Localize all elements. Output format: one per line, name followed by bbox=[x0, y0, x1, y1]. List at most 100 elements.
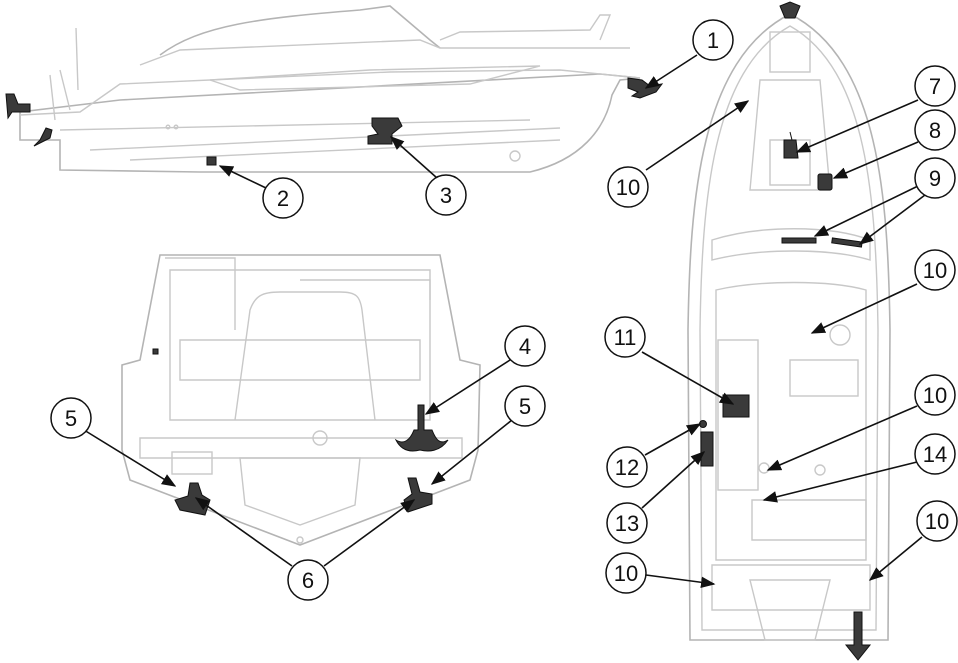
callout-14-leader bbox=[762, 461, 918, 503]
stern-seat-back bbox=[179, 339, 421, 381]
side-hull-strake-2 bbox=[89, 127, 561, 151]
svg-text:7: 7 bbox=[929, 74, 941, 99]
bow-roller-icon bbox=[779, 1, 801, 19]
stern-swim-platform bbox=[239, 457, 361, 526]
top-view: 7 8 9 10 10 10 bbox=[604, 1, 958, 661]
svg-text:13: 13 bbox=[615, 511, 639, 536]
stern-anchor-top-icon bbox=[844, 611, 872, 661]
top-aft-seat bbox=[751, 499, 867, 541]
svg-text:3: 3 bbox=[440, 183, 452, 208]
svg-text:10: 10 bbox=[616, 175, 640, 200]
callout-4: 4 bbox=[504, 325, 546, 367]
svg-text:2: 2 bbox=[277, 186, 289, 211]
stern-view: 4 5 5 6 bbox=[50, 254, 546, 601]
top-stern-platform bbox=[711, 564, 871, 641]
svg-text:9: 9 bbox=[929, 166, 941, 191]
top-hull-inner bbox=[699, 25, 879, 631]
callout-7-leader bbox=[795, 99, 919, 153]
callout-5-right: 5 bbox=[504, 385, 546, 427]
svg-text:11: 11 bbox=[614, 325, 637, 350]
stern-drain bbox=[312, 430, 328, 446]
top-cupholder bbox=[814, 464, 826, 476]
switch-panel-icon bbox=[700, 431, 714, 467]
stern-transom bbox=[139, 437, 463, 459]
top-cupholder bbox=[758, 462, 770, 474]
stern-anchor-icon bbox=[394, 404, 449, 452]
wiper-left-icon bbox=[781, 237, 817, 244]
callout-10-cockpit: 10 bbox=[914, 374, 956, 416]
callout-9-leader-a bbox=[813, 185, 919, 237]
svg-text:10: 10 bbox=[925, 509, 949, 534]
side-window bbox=[209, 65, 541, 91]
callout-10-aft-starboard-leader bbox=[868, 536, 923, 581]
stern-cleat-icon bbox=[33, 127, 53, 147]
callout-6: 6 bbox=[287, 559, 329, 601]
callout-11: 11 bbox=[604, 316, 646, 358]
callout-1-leader bbox=[644, 54, 698, 89]
svg-text:12: 12 bbox=[615, 455, 639, 480]
svg-text:5: 5 bbox=[65, 406, 77, 431]
left-stern-cleat-icon bbox=[174, 482, 211, 516]
callout-11-leader bbox=[641, 351, 735, 405]
callout-5-left: 5 bbox=[50, 397, 92, 439]
top-hull-outline bbox=[687, 13, 891, 641]
callout-10-forward-leader bbox=[645, 100, 750, 171]
callout-8: 8 bbox=[914, 109, 956, 151]
side-hull-strake-1 bbox=[59, 119, 531, 131]
callout-10-aft-port-leader bbox=[645, 574, 716, 589]
svg-text:10: 10 bbox=[923, 258, 947, 283]
callout-12: 12 bbox=[606, 446, 648, 488]
callout-5-left-leader bbox=[83, 429, 177, 487]
top-console bbox=[717, 339, 759, 491]
side-hull-strake-3 bbox=[129, 139, 561, 161]
svg-text:1: 1 bbox=[707, 28, 719, 53]
callout-13: 13 bbox=[606, 502, 648, 544]
svg-text:8: 8 bbox=[929, 118, 941, 143]
stern-fitting-icon bbox=[5, 93, 31, 120]
wiper-right-icon bbox=[831, 237, 863, 248]
callout-7: 7 bbox=[914, 65, 956, 107]
callout-3-leader bbox=[389, 136, 438, 179]
side-fitting bbox=[165, 124, 171, 130]
callout-2: 2 bbox=[262, 177, 304, 219]
callout-8-leader bbox=[832, 141, 919, 179]
windlass-icon bbox=[783, 131, 799, 159]
top-foredeck-panel bbox=[749, 79, 831, 191]
stern-cabin-frame bbox=[169, 269, 431, 421]
svg-text:10: 10 bbox=[614, 561, 638, 586]
svg-text:6: 6 bbox=[302, 568, 314, 593]
stern-step bbox=[171, 451, 213, 475]
side-hull-sheer-line bbox=[19, 69, 641, 116]
stern-windscreen bbox=[165, 257, 431, 330]
callout-2-leader bbox=[218, 165, 267, 189]
switch-knob-icon bbox=[699, 420, 707, 428]
svg-text:14: 14 bbox=[923, 442, 947, 467]
top-bow-hatch bbox=[769, 31, 811, 73]
svg-text:5: 5 bbox=[519, 394, 531, 419]
side-rail bbox=[439, 14, 612, 41]
callout-4-leader bbox=[424, 359, 511, 415]
side-cabin-top bbox=[139, 39, 630, 66]
callout-10-helm-leader bbox=[810, 283, 918, 334]
right-stern-cleat-icon bbox=[403, 477, 433, 513]
callout-10-forward: 10 bbox=[607, 166, 649, 208]
top-cockpit bbox=[715, 281, 867, 561]
side-equipment-3-icon bbox=[367, 117, 403, 145]
callout-9-leader-b bbox=[858, 194, 926, 245]
callout-6-right-leader bbox=[323, 499, 416, 567]
side-fitting bbox=[173, 124, 179, 130]
top-steering-wheel bbox=[829, 324, 851, 346]
top-windscreen bbox=[711, 228, 871, 261]
stern-switch-icon bbox=[152, 348, 159, 355]
svg-text:10: 10 bbox=[923, 383, 947, 408]
callout-12-leader bbox=[644, 423, 702, 456]
callout-6-left-leader bbox=[194, 497, 293, 567]
callout-9: 9 bbox=[914, 157, 956, 199]
side-porthole bbox=[509, 150, 521, 162]
side-stern-rail bbox=[49, 69, 71, 121]
side-hull-outline bbox=[19, 73, 641, 173]
stern-hull-outline bbox=[121, 254, 481, 546]
callout-3: 3 bbox=[425, 174, 467, 216]
windlass-control-icon bbox=[817, 173, 833, 191]
